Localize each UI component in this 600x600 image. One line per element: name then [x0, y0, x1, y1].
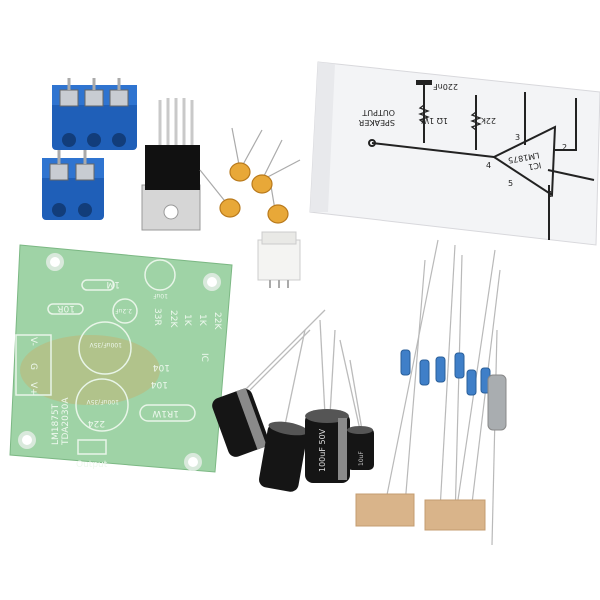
terminal-block-2pin [42, 150, 104, 220]
resistor-strip [355, 239, 507, 546]
cap-label: 10uF [358, 451, 365, 466]
pcb-label-cap: 100uF/35V [89, 341, 122, 348]
pin-4: 4 [486, 161, 491, 170]
pcb-label-1m: 1M [107, 279, 121, 289]
pcb-label-ic: IC [199, 353, 209, 362]
pcb-label-1k: 1K [197, 314, 207, 327]
pcb-label-104: 104 [153, 362, 170, 372]
schematic-sheet: SPEAKER OUTPUT 220nF 1Ω 1W 22k IC1 LM187… [309, 61, 600, 246]
pcb-label-output: Output [76, 460, 108, 470]
pcb-label-104: 104 [151, 379, 168, 389]
tape-strip [424, 499, 486, 531]
pcb-label-lm1875t: LM1875T [51, 403, 61, 445]
pcb-cap-outline [78, 321, 132, 375]
pin-2: 2 [562, 143, 567, 152]
ic-ref: IC1 [527, 160, 541, 171]
resistor2-label: 22k [481, 116, 496, 125]
jst-connector [257, 231, 301, 288]
electrolytic-capacitors: 100uF 50V 10uF [212, 309, 374, 492]
pcb-label-224: 224 [88, 418, 105, 428]
pcb-label-1r1w: 1R1W [152, 408, 179, 418]
to220-ic [141, 98, 201, 231]
pcb-label-1k: 1K [182, 314, 192, 327]
pcb-board: 1M 10R 33R 22K 1K 1K 22K 1R1W 100uF/35V … [9, 244, 233, 473]
pcb-label-vplus: V+ [28, 382, 38, 396]
pcb-cap-outline [75, 378, 129, 432]
pcb-label-22k: 22K [168, 310, 178, 328]
cap-10uf: 10uF [347, 426, 374, 470]
terminal-symbol [368, 139, 376, 147]
pin-3: 3 [515, 133, 520, 142]
pin-1: 1 [548, 190, 553, 199]
tape-strip [355, 493, 415, 527]
resistor1-label: 1Ω 1W [421, 116, 448, 125]
pin-5: 5 [508, 179, 513, 188]
pcb-label-vminus: V- [28, 337, 38, 346]
speaker-label: SPEAKER [358, 118, 395, 127]
cap-label: 100uF 50V [318, 428, 327, 472]
capacitor-label: 220nF [433, 82, 458, 91]
terminal-block-3pin [52, 78, 137, 150]
pcb-label-22k: 22K [212, 312, 222, 330]
pcb-label-tda2030a: TDA2030A [61, 397, 71, 446]
pcb-label-10r: 10R [57, 303, 75, 313]
pcb-label-cap: 100uF/35V [86, 398, 119, 405]
cap-100uf: 100uF 50V [305, 409, 350, 483]
pcb-label-cap: 10uF [153, 292, 168, 299]
pcb-label-33r: 33R [152, 308, 162, 326]
output-label: OUTPUT [362, 108, 395, 117]
pcb-label-cap: 2.2uF [115, 307, 132, 314]
ceramic-capacitors [199, 127, 301, 224]
power-resistor [487, 374, 507, 431]
pcb-label-g: G [28, 363, 38, 370]
